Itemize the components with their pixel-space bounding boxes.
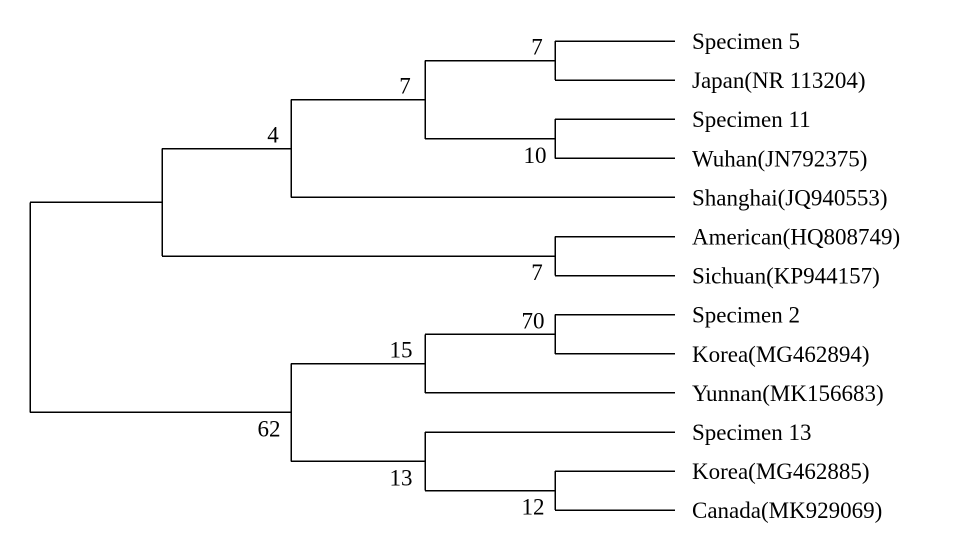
support-value-n10: 13 — [390, 465, 413, 490]
support-value-n2: 10 — [524, 143, 547, 168]
support-value-n7: 70 — [522, 308, 545, 333]
leaf-label-s13: Specimen 13 — [692, 420, 811, 445]
leaf-label-jp: Japan(NR 113204) — [692, 68, 866, 93]
support-value-n4: 4 — [267, 123, 279, 148]
leaf-label-s2: Specimen 2 — [692, 303, 800, 328]
leaf-label-sc: Sichuan(KP944157) — [692, 264, 880, 289]
leaf-label-wh: Wuhan(JN792375) — [692, 146, 867, 171]
support-value-n11: 62 — [258, 416, 281, 441]
support-value-n9: 12 — [522, 495, 545, 520]
leaf-label-s5: Specimen 5 — [692, 29, 800, 54]
leaf-label-ca: Canada(MK929069) — [692, 498, 882, 523]
leaf-label-am: American(HQ808749) — [692, 225, 900, 250]
support-value-n3: 7 — [399, 74, 411, 99]
leaf-label-yn: Yunnan(MK156683) — [692, 381, 884, 406]
leaf-label-sh: Shanghai(JQ940553) — [692, 185, 887, 210]
leaf-label-ko1: Korea(MG462894) — [692, 342, 870, 367]
support-value-n5: 7 — [531, 260, 543, 285]
leaf-label-ko2: Korea(MG462885) — [692, 459, 870, 484]
support-value-n8: 15 — [390, 338, 413, 363]
support-value-n1: 7 — [531, 35, 543, 60]
leaf-label-s11: Specimen 11 — [692, 107, 811, 132]
